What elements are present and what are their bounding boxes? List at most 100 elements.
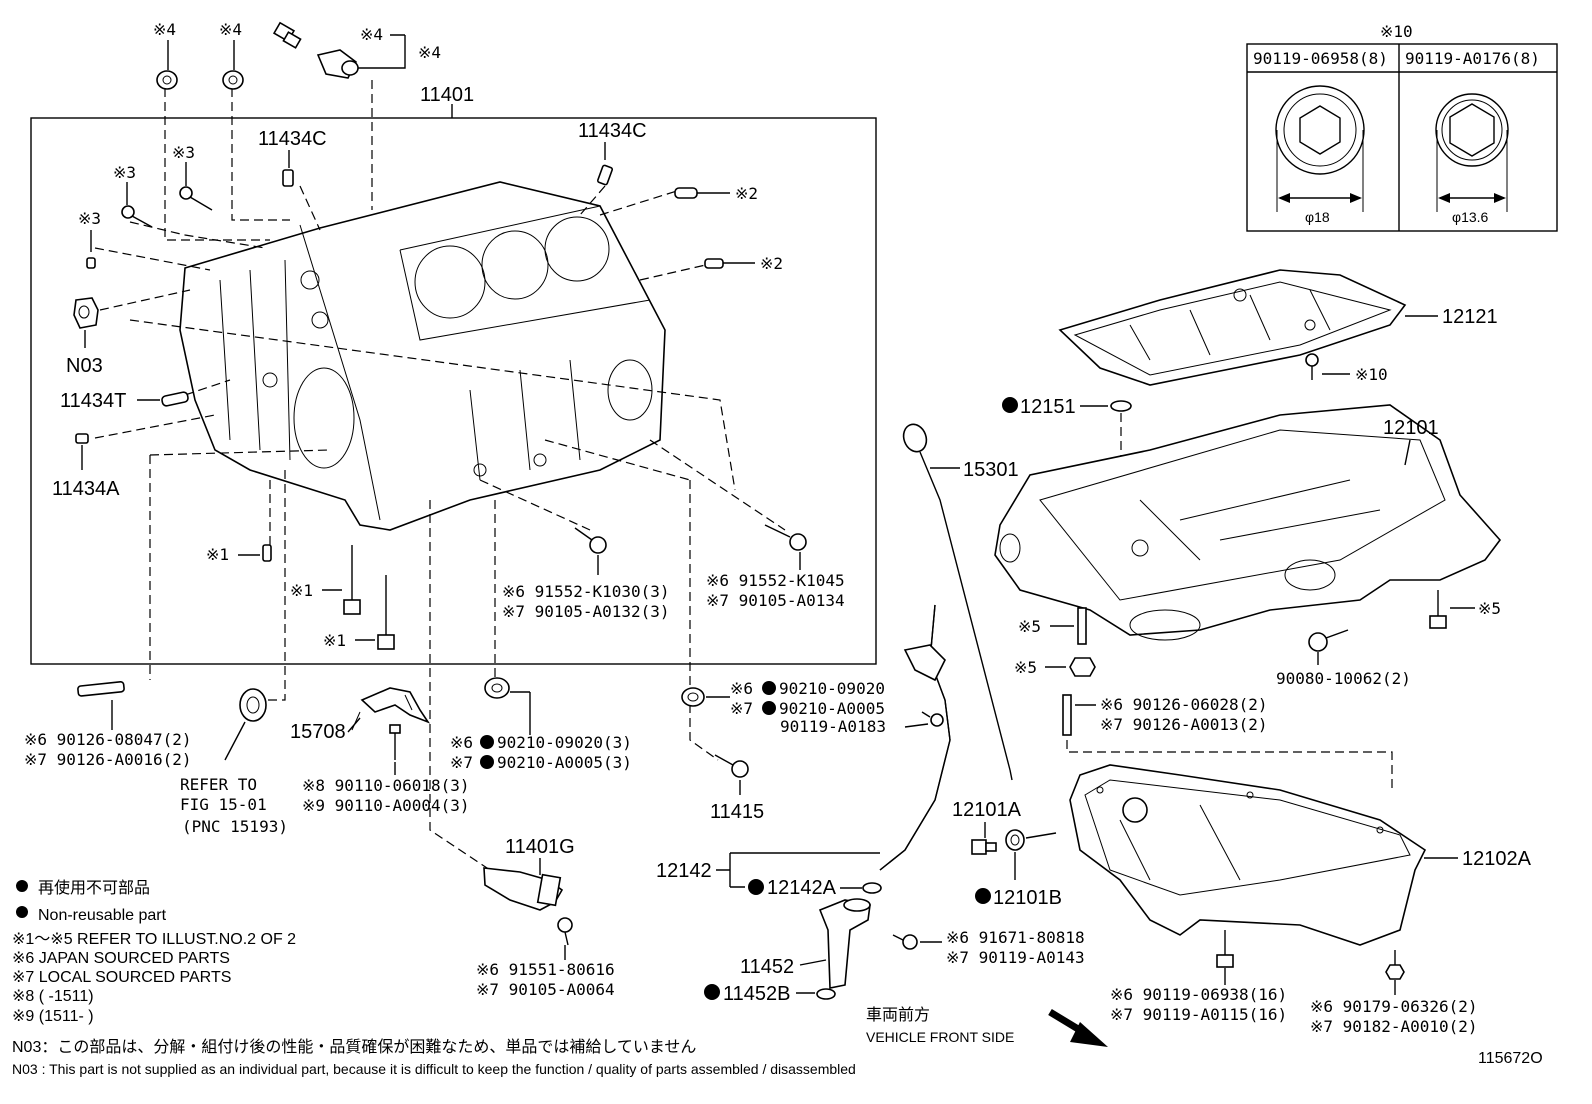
legend-japan-sourced: ※6 JAPAN SOURCED PARTS xyxy=(12,950,230,967)
spec-dim-18: φ18 xyxy=(1305,209,1330,225)
o-ring-12151[interactable] xyxy=(1110,400,1132,412)
part-label-11452[interactable]: 11452 xyxy=(740,956,794,978)
callout-90119-a0143[interactable]: ※7 90119-A0143 xyxy=(946,948,1085,967)
stud-90126-08047[interactable] xyxy=(77,681,125,697)
part-label-11434c-a[interactable]: 11434C xyxy=(258,128,327,150)
gasket-12101b[interactable] xyxy=(1005,829,1025,851)
callout-90126-08047-jp[interactable]: ※6 90126-08047(2) xyxy=(24,730,192,749)
plug-top[interactable] xyxy=(272,21,302,49)
callout-91552-k1045-jp[interactable]: ※6 91552-K1045 xyxy=(706,571,845,590)
part-label-12101a[interactable]: 12101A xyxy=(952,799,1022,821)
callout-90210-a0005[interactable]: 90210-A0005 xyxy=(779,699,885,718)
part-label-12102a[interactable]: 12102A xyxy=(1462,848,1532,870)
bolt-5[interactable] xyxy=(1429,590,1447,629)
mark-1c: ※1 xyxy=(323,631,346,650)
part-label-90119-a0183[interactable]: 90119-A0183 xyxy=(780,717,886,736)
bolt-90119-06938[interactable] xyxy=(1216,930,1234,968)
legend-mark-8: ※8 ( -1511) xyxy=(12,988,94,1005)
callout-90210-a0005-3[interactable]: 90210-A0005(3) xyxy=(497,753,632,772)
part-label-90080-10062[interactable]: 90080-10062(2) xyxy=(1276,669,1411,688)
oil-seal[interactable] xyxy=(239,688,267,722)
part-label-12142[interactable]: 12142 xyxy=(656,860,712,882)
bolt-91552-k1045[interactable] xyxy=(764,524,807,551)
oil-pan-12102a[interactable] xyxy=(1069,764,1427,946)
part-label-15301[interactable]: 15301 xyxy=(963,459,1019,481)
bolt-90179[interactable] xyxy=(1385,950,1405,980)
mark-2a: ※2 xyxy=(735,184,758,203)
washer-90210-3[interactable] xyxy=(484,677,510,699)
bracket-15708[interactable] xyxy=(351,687,431,731)
callout-90182-a0010[interactable]: ※7 90182-A0010(2) xyxy=(1310,1017,1478,1036)
callout-91552-k1030-local[interactable]: ※7 90105-A0132(3) xyxy=(502,602,670,621)
callout-90179-06326[interactable]: ※6 90179-06326(2) xyxy=(1310,997,1478,1016)
o-ring-11452b[interactable] xyxy=(816,988,836,1000)
part-label-12142a[interactable]: 12142A xyxy=(767,877,837,899)
bolt-90110[interactable] xyxy=(389,724,401,760)
callout-91671-80818[interactable]: ※6 91671-80818 xyxy=(946,928,1085,947)
bolt-3b[interactable] xyxy=(121,205,153,228)
plug-n03[interactable] xyxy=(73,297,99,329)
spec-col-90119-a0176[interactable]: 90119-A0176(8) xyxy=(1405,49,1540,68)
part-label-12101[interactable]: 12101 xyxy=(1383,417,1439,439)
callout-90126-06028[interactable]: ※6 90126-06028(2) xyxy=(1100,695,1268,714)
mark-5a: ※5 xyxy=(1018,617,1041,636)
refer-line-3[interactable]: (PNC 15193) xyxy=(182,817,288,836)
sensor-11401g[interactable] xyxy=(483,867,564,911)
part-label-11434a[interactable]: 11434A xyxy=(52,478,120,500)
part-label-11401g[interactable]: 11401G xyxy=(505,836,575,858)
part-label-15708[interactable]: 15708 xyxy=(290,721,346,743)
refer-line-2[interactable]: FIG 15-01 xyxy=(180,795,267,814)
part-label-12151[interactable]: 12151 xyxy=(1020,396,1076,418)
bolt-1c[interactable] xyxy=(377,575,395,650)
callout-90119-a0115[interactable]: ※7 90119-A0115(16) xyxy=(1110,1005,1287,1024)
part-label-11415[interactable]: 11415 xyxy=(710,801,764,823)
part-label-11452b[interactable]: 11452B xyxy=(723,983,790,1005)
bolt-90119-a0183[interactable] xyxy=(921,711,944,727)
nut-5[interactable] xyxy=(1069,657,1096,677)
drain-plug-12101a[interactable] xyxy=(971,839,997,855)
part-label-11434c-b[interactable]: 11434C xyxy=(578,120,647,142)
part-label-11434t[interactable]: 11434T xyxy=(60,390,126,412)
oil-pan-12101[interactable] xyxy=(994,404,1502,641)
callout-90110-06018[interactable]: ※8 90110-06018(3) xyxy=(302,776,470,795)
oil-level-gauge-guide-11452[interactable] xyxy=(818,898,871,989)
callout-90126-a0013[interactable]: ※7 90126-A0013(2) xyxy=(1100,715,1268,734)
callout-90126-08047-local[interactable]: ※7 90126-A0016(2) xyxy=(24,750,192,769)
guide-tube-12142[interactable] xyxy=(879,604,951,871)
washer-top-left[interactable] xyxy=(156,70,178,90)
callout-91552-k1045-local[interactable]: ※7 90105-A0134 xyxy=(706,591,845,610)
bolt-1b[interactable] xyxy=(343,545,361,615)
bolt-10[interactable] xyxy=(1305,353,1319,380)
washer-90210[interactable] xyxy=(681,687,705,707)
mark-5b: ※5 xyxy=(1014,658,1037,677)
part-label-12101b[interactable]: 12101B xyxy=(993,887,1062,909)
mark-4d: ※4 xyxy=(418,43,441,62)
callout-90105-a0064[interactable]: ※7 90105-A0064 xyxy=(476,980,615,999)
bolt-3a[interactable] xyxy=(179,186,213,211)
union-top[interactable] xyxy=(316,49,359,79)
callout-90210-09020-3[interactable]: 90210-09020(3) xyxy=(497,733,632,752)
mark-3c: ※3 xyxy=(78,209,101,228)
o-ring-12142a[interactable] xyxy=(862,882,882,894)
bolt-11415[interactable] xyxy=(714,754,749,778)
part-label-11401[interactable]: 11401 xyxy=(420,84,474,106)
bolt-91671[interactable] xyxy=(892,934,918,950)
callout-91551-80616[interactable]: ※6 91551-80616 xyxy=(476,960,615,979)
bolt-90080[interactable] xyxy=(1308,629,1349,652)
part-label-n03[interactable]: N03 xyxy=(66,355,103,377)
callout-90110-a0004[interactable]: ※9 90110-A0004(3) xyxy=(302,796,470,815)
callout-90210-09020[interactable]: 90210-09020 xyxy=(779,679,885,698)
baffle-plate-12121[interactable] xyxy=(1058,269,1407,386)
dipstick-15301[interactable] xyxy=(900,421,1013,781)
callout-90119-06938[interactable]: ※6 90119-06938(16) xyxy=(1110,985,1287,1004)
washer-top-mid[interactable] xyxy=(222,70,244,90)
part-label-12121[interactable]: 12121 xyxy=(1442,306,1498,328)
callout-91552-k1030-jp[interactable]: ※6 91552-K1030(3) xyxy=(502,582,670,601)
refer-line-1[interactable]: REFER TO xyxy=(180,775,257,794)
vehicle-front-jp: 車両前方 xyxy=(866,1006,930,1024)
bolt-91552-k1030[interactable] xyxy=(574,527,607,554)
spec-col-90119-06958[interactable]: 90119-06958(8) xyxy=(1253,49,1388,68)
bolt-91551[interactable] xyxy=(557,917,573,946)
